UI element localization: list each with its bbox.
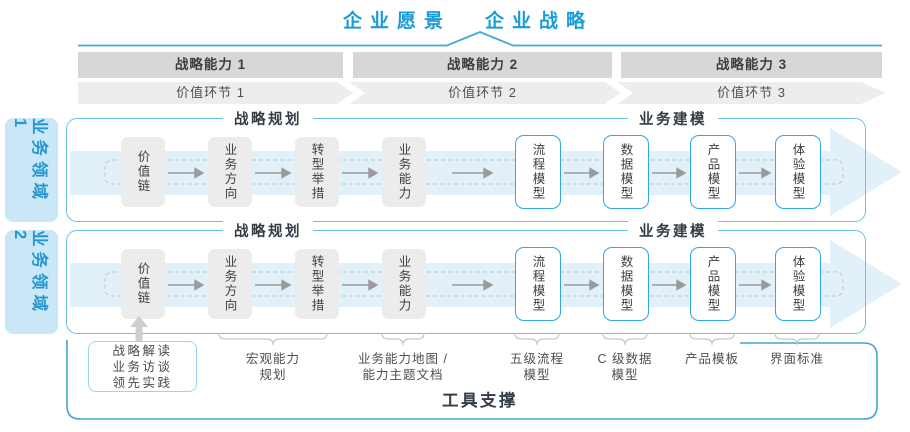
practice-note-box: 战略解读 业务访谈 领先实践	[88, 341, 197, 392]
modeling-title: 业务建模	[628, 220, 718, 241]
row-panel-1: 战略规划 业务建模 价值链 业务方向 转型举措 业务能力 流程模型 数据模型 产…	[66, 108, 866, 222]
domain-label-1: 业务领域 1	[5, 118, 58, 222]
product-model-box: 产品模型	[690, 135, 736, 209]
top-connector-line	[78, 31, 882, 47]
data-model-box: 数据模型	[603, 247, 649, 321]
value-chain-box: 价值链	[121, 137, 165, 207]
business-capability-box: 业务能力	[382, 137, 426, 207]
strategy-title: 企业战略	[485, 11, 594, 32]
business-direction-box: 业务方向	[208, 137, 252, 207]
annotation-label-capability-map: 业务能力地图 / 能力主题文档	[358, 352, 448, 382]
modeling-title: 业务建模	[628, 108, 718, 129]
data-model-box: 数据模型	[603, 135, 649, 209]
row-panel-2: 战略规划 业务建模 价值链 业务方向 转型举措 业务能力 流程模型 数据模型 产…	[66, 220, 866, 334]
experience-model-box: 体验模型	[775, 135, 821, 209]
domain-label-text: 业务领域 2	[11, 230, 48, 316]
process-model-box: 流程模型	[515, 135, 561, 209]
product-model-box: 产品模型	[690, 247, 736, 321]
vision-title: 企业愿景	[342, 11, 451, 32]
value-chain-box: 价值链	[121, 249, 165, 319]
business-direction-box: 业务方向	[208, 249, 252, 319]
transformation-initiative-box: 转型举措	[295, 137, 339, 207]
annotation-label-ui-standard: 界面标准	[769, 352, 825, 366]
transformation-initiative-box: 转型举措	[295, 249, 339, 319]
value-chain-item-1: 价值环节 1	[176, 85, 245, 100]
value-chain-item-2: 价值环节 2	[448, 85, 517, 100]
annotation-label-macro-capability: 宏观能力 规划	[245, 352, 301, 382]
business-capability-box: 业务能力	[382, 249, 426, 319]
value-chain-item-3: 价值环节 3	[717, 85, 786, 100]
capability-bar-item-3: 战略能力 3	[621, 52, 882, 78]
domain-label-2: 业务领域 2	[5, 230, 58, 334]
process-model-box: 流程模型	[515, 247, 561, 321]
domain-label-text: 业务领域 1	[11, 118, 48, 204]
experience-model-box: 体验模型	[775, 247, 821, 321]
page-title: 企业愿景 企业战略	[13, 6, 910, 33]
annotation-label-process-model: 五级流程 模型	[509, 352, 565, 382]
planning-title: 战略规划	[223, 108, 313, 129]
annotation-label-data-model: C 级数据 模型	[597, 352, 653, 382]
capability-bar-item-2: 战略能力 2	[353, 52, 612, 78]
capability-bar-item-1: 战略能力 1	[78, 52, 343, 78]
annotation-label-product-template: 产品模板	[684, 352, 740, 366]
tool-support-label: 工具支撑	[442, 392, 518, 410]
planning-title: 战略规划	[223, 220, 313, 241]
bracket-connectors	[218, 332, 820, 346]
